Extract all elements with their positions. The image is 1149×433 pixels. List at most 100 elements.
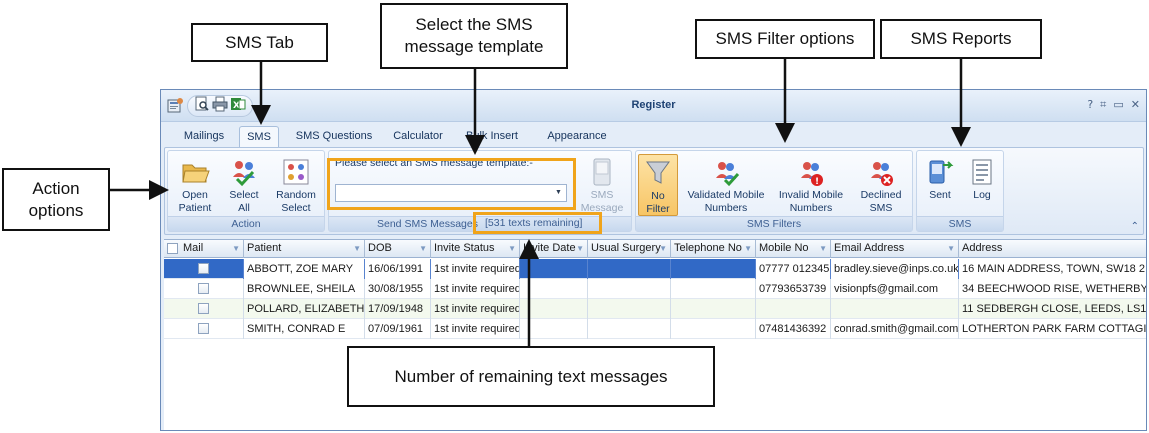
folder-open-icon bbox=[182, 164, 210, 183]
filter-icon[interactable]: ▼ bbox=[353, 244, 361, 253]
col-invite-status[interactable]: Invite Status▼ bbox=[431, 240, 520, 258]
mail-checkbox[interactable] bbox=[198, 283, 209, 294]
mobile-cell: 07793653739 bbox=[756, 279, 831, 299]
date-cell bbox=[520, 259, 588, 279]
tab-sms-questions[interactable]: SMS Questions bbox=[295, 130, 373, 142]
random-select-button[interactable]: Random Select bbox=[270, 157, 322, 215]
mail-cell bbox=[164, 259, 244, 279]
select-all-icon bbox=[233, 161, 255, 187]
filter-icon[interactable]: ▼ bbox=[659, 244, 667, 253]
col-mobile[interactable]: Mobile No▼ bbox=[756, 240, 831, 258]
log-button[interactable]: Log bbox=[963, 157, 1001, 202]
chevron-down-icon[interactable]: ▼ bbox=[555, 189, 562, 196]
grid-header: Mail ▼ Patient ▼ DOB▼ Invite Status▼ Invi… bbox=[164, 240, 1146, 258]
ribbon-tabs: Mailings SMS SMS Questions Calculator Bu… bbox=[161, 123, 1146, 148]
sms-message-label: SMS Message bbox=[580, 189, 624, 214]
open-patient-label: Open Patient bbox=[178, 189, 212, 214]
group-action: Open Patient Select All Random Select Ac… bbox=[167, 150, 325, 232]
remaining-highlight bbox=[473, 212, 602, 234]
excel-export-icon[interactable]: X bbox=[230, 96, 246, 117]
surgery-cell bbox=[588, 279, 671, 299]
close-icon[interactable]: ✕ bbox=[1130, 98, 1140, 111]
template-highlight bbox=[327, 158, 576, 210]
col-invite-date[interactable]: Invite Date▼ bbox=[520, 240, 588, 258]
validated-numbers-icon bbox=[716, 162, 740, 187]
filter-icon[interactable]: ▼ bbox=[419, 244, 427, 253]
telephone-cell bbox=[671, 319, 756, 339]
patient-cell: POLLARD, ELIZABETH bbox=[244, 299, 365, 319]
email-cell: conrad.smith@gmail.com bbox=[831, 319, 959, 339]
no-filter-button[interactable]: No Filter bbox=[638, 154, 678, 216]
tab-calculator[interactable]: Calculator bbox=[393, 130, 443, 142]
table-row[interactable]: ABBOTT, ZOE MARY 16/06/1991 1st invite r… bbox=[164, 259, 1146, 279]
select-all-checkbox[interactable] bbox=[167, 243, 178, 254]
col-tel-label: Telephone No bbox=[674, 242, 742, 254]
restore-icon[interactable]: ⌗ bbox=[1100, 98, 1107, 111]
col-mail[interactable]: Mail ▼ bbox=[164, 240, 244, 258]
date-cell bbox=[520, 319, 588, 339]
filter-icon[interactable]: ▼ bbox=[508, 244, 516, 253]
tab-mailings[interactable]: Mailings bbox=[183, 130, 225, 142]
help-icon[interactable]: ? bbox=[1087, 98, 1094, 111]
sent-button[interactable]: Sent bbox=[921, 157, 959, 202]
col-usual-surgery[interactable]: Usual Surgery▼ bbox=[588, 240, 671, 258]
address-cell: 34 BEECHWOOD RISE, WETHERBY bbox=[959, 279, 1146, 299]
select-all-label: Select All bbox=[229, 189, 259, 214]
no-filter-label: No Filter bbox=[646, 190, 670, 215]
invalid-mobile-button[interactable]: ! Invalid Mobile Numbers bbox=[774, 157, 848, 215]
table-row[interactable]: SMITH, CONRAD E 07/09/1961 1st invite re… bbox=[164, 319, 1146, 339]
invalid-label: Invalid Mobile Numbers bbox=[778, 189, 844, 214]
filter-icon[interactable]: ▼ bbox=[947, 244, 955, 253]
filter-icon[interactable]: ▼ bbox=[232, 244, 240, 253]
col-date-label: Invite Date bbox=[523, 242, 576, 254]
col-patient[interactable]: Patient ▼ bbox=[244, 240, 365, 258]
table-row[interactable]: POLLARD, ELIZABETH 17/09/1948 1st invite… bbox=[164, 299, 1146, 319]
declined-sms-button[interactable]: Declined SMS bbox=[854, 157, 908, 215]
status-cell: 1st invite required bbox=[431, 259, 520, 279]
maximize-icon[interactable]: ▭ bbox=[1113, 98, 1124, 111]
tab-bulk-insert[interactable]: Bulk Insert bbox=[466, 130, 518, 142]
send-sms-group-label: Send SMS Messages bbox=[329, 216, 631, 231]
print-preview-icon[interactable] bbox=[194, 96, 210, 117]
col-email[interactable]: Email Address ▼ bbox=[831, 240, 959, 258]
print-icon[interactable] bbox=[212, 96, 228, 117]
action-group-label: Action bbox=[168, 216, 324, 231]
ribbon: Open Patient Select All Random Select Ac… bbox=[164, 147, 1144, 235]
sent-label: Sent bbox=[929, 189, 951, 201]
filter-icon[interactable]: ▼ bbox=[819, 244, 827, 253]
template-dropdown[interactable]: ▼ bbox=[335, 184, 567, 202]
patient-cell: SMITH, CONRAD E bbox=[244, 319, 365, 339]
dob-cell: 16/06/1991 bbox=[365, 259, 431, 279]
quick-access-toolbar: X bbox=[165, 95, 253, 117]
tab-sms[interactable]: SMS bbox=[239, 126, 279, 148]
tab-appearance[interactable]: Appearance bbox=[547, 130, 607, 142]
filter-icon[interactable]: ▼ bbox=[744, 244, 752, 253]
mail-checkbox[interactable] bbox=[198, 263, 209, 274]
sms-group-label: SMS bbox=[917, 216, 1003, 231]
col-address[interactable]: Address bbox=[959, 240, 1146, 258]
validated-mobile-button[interactable]: Validated Mobile Numbers bbox=[684, 157, 768, 215]
col-email-label: Email Address bbox=[834, 242, 905, 254]
mail-checkbox[interactable] bbox=[198, 303, 209, 314]
status-cell: 1st invite required bbox=[431, 299, 520, 319]
window-title: Register bbox=[631, 99, 676, 111]
email-cell: bradley.sieve@inps.co.uk bbox=[831, 259, 959, 279]
callout-sms-reports: SMS Reports bbox=[880, 19, 1042, 59]
collapse-ribbon-icon[interactable]: ⌃ bbox=[1130, 221, 1139, 232]
select-all-button[interactable]: Select All bbox=[224, 157, 264, 215]
mail-checkbox[interactable] bbox=[198, 323, 209, 334]
col-patient-label: Patient bbox=[247, 242, 282, 254]
app-menu-icon[interactable] bbox=[165, 96, 185, 116]
table-row[interactable]: BROWNLEE, SHEILA 30/08/1955 1st invite r… bbox=[164, 279, 1146, 299]
col-telephone[interactable]: Telephone No▼ bbox=[671, 240, 756, 258]
mobile-cell: 07481436392 bbox=[756, 319, 831, 339]
sent-report-icon bbox=[929, 160, 954, 184]
filter-icon[interactable]: ▼ bbox=[576, 244, 584, 253]
validated-label: Validated Mobile Numbers bbox=[687, 189, 765, 214]
open-patient-button[interactable]: Open Patient bbox=[171, 157, 219, 215]
col-dob[interactable]: DOB▼ bbox=[365, 240, 431, 258]
status-cell: 1st invite required bbox=[431, 279, 520, 299]
sms-message-button[interactable]: SMS Message bbox=[575, 157, 629, 215]
group-sms-filters: No Filter Validated Mobile Numbers ! Inv… bbox=[635, 150, 913, 232]
telephone-cell bbox=[671, 259, 756, 279]
